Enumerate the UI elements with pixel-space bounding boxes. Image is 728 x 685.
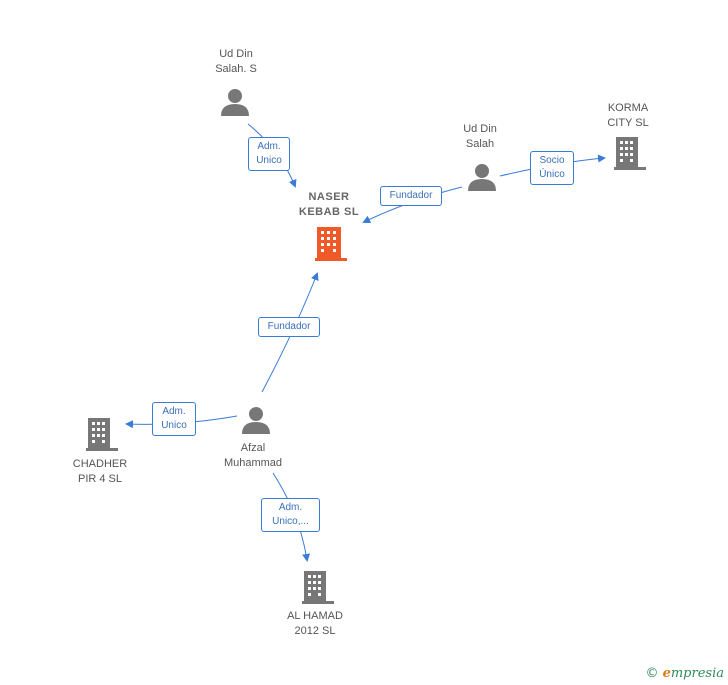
node-label-afzal-muhammad[interactable]: Afzal Muhammad xyxy=(208,441,298,471)
edge-label-adm-unico[interactable]: Adm. Unico xyxy=(152,402,196,436)
edge-label-line: Fundador xyxy=(389,190,433,201)
node-label-line: PIR 4 SL xyxy=(77,473,123,485)
node-label-line: Muhammad xyxy=(223,457,283,469)
edge-label-line: Adm. xyxy=(278,502,303,513)
node-label-chadher-pir[interactable]: CHADHER PIR 4 SL xyxy=(60,457,140,487)
node-label-line: Ud Din xyxy=(219,48,253,60)
node-label-ud-din-salah-s[interactable]: Ud Din Salah. S xyxy=(196,47,276,77)
node-label-korma-city[interactable]: KORMA CITY SL xyxy=(588,101,668,131)
building-icon[interactable] xyxy=(302,571,334,604)
node-label-al-hamad[interactable]: AL HAMAD 2012 SL xyxy=(275,609,355,639)
edge-label-line: Adm. xyxy=(162,406,186,417)
node-label-line: KEBAB SL xyxy=(298,206,360,218)
node-label-naser-kebab[interactable]: NASER KEBAB SL xyxy=(284,190,374,220)
node-label-line: 2012 SL xyxy=(294,625,336,637)
edge-label-socio-unico[interactable]: Socio Único xyxy=(530,151,574,185)
edge-label-fundador[interactable]: Fundador xyxy=(258,317,320,337)
node-label-line: Afzal xyxy=(240,442,266,454)
building-icon-focus[interactable] xyxy=(315,227,347,261)
person-icon[interactable] xyxy=(221,89,249,116)
node-label-line: AL HAMAD xyxy=(287,610,343,622)
person-icon[interactable] xyxy=(468,164,496,191)
edge-label-line: Unico,... xyxy=(272,516,309,527)
node-label-line: Salah. S xyxy=(215,63,257,75)
brand-name: mpresia xyxy=(670,666,724,681)
edge-label-line: Unico xyxy=(161,420,187,431)
edge-label-line: Socio xyxy=(539,155,565,166)
node-label-line: CHADHER xyxy=(72,458,128,470)
node-label-line: CITY SL xyxy=(607,117,649,129)
copyright-icon: © xyxy=(645,666,659,681)
edge-label-adm-unico[interactable]: Adm. Unico xyxy=(248,137,290,171)
building-icon[interactable] xyxy=(86,418,118,451)
edge-label-line: Unico xyxy=(256,155,282,166)
building-icon[interactable] xyxy=(614,137,646,170)
person-icon[interactable] xyxy=(242,407,270,434)
edge-label-fundador[interactable]: Fundador xyxy=(380,186,442,206)
node-label-ud-din-salah[interactable]: Ud Din Salah xyxy=(440,122,520,152)
edge-label-line: Fundador xyxy=(267,321,311,332)
edge-label-line: Único xyxy=(539,169,565,180)
node-label-line: NASER xyxy=(308,191,350,203)
edge-label-line: Adm. xyxy=(257,141,281,152)
node-label-line: KORMA xyxy=(607,102,649,114)
copyright-brand: © empresia xyxy=(645,666,724,681)
node-label-line: Salah xyxy=(465,138,495,150)
node-label-line: Ud Din xyxy=(463,123,497,135)
brand-initial: e xyxy=(662,666,671,681)
edge-label-adm-unico[interactable]: Adm. Unico,... xyxy=(261,498,320,532)
